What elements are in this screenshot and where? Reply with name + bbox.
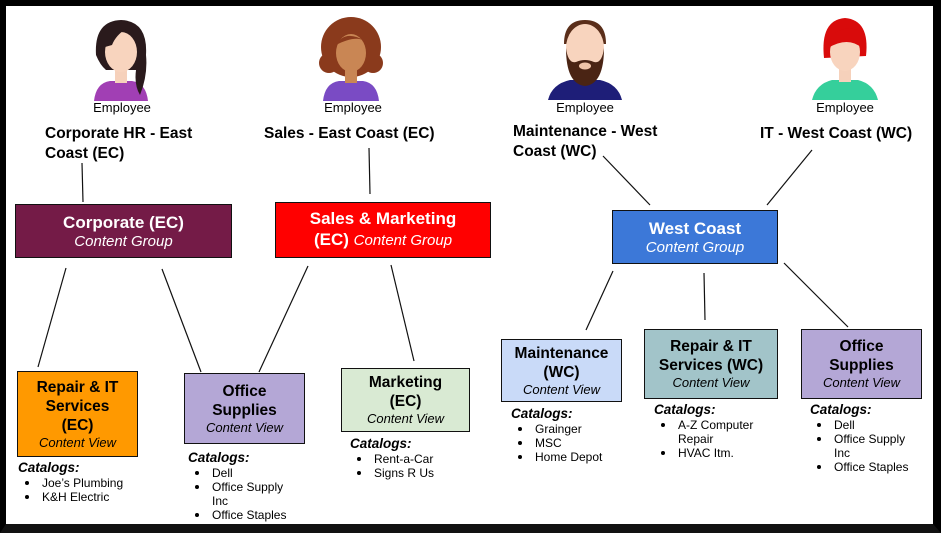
employee-label: Employee bbox=[324, 100, 382, 115]
content-view-title-line: Services bbox=[45, 397, 110, 415]
content-view-title-line: Maintenance bbox=[514, 344, 609, 362]
content-group-subtitle: Content Group bbox=[645, 238, 745, 256]
content-view-subtitle: Content View bbox=[672, 375, 750, 390]
catalog-list: Catalogs: Joe’s Plumbing K&H Electric bbox=[18, 460, 158, 504]
content-view-subtitle: Content View bbox=[38, 434, 117, 450]
content-view-title-line: (EC) bbox=[61, 416, 94, 434]
catalog-item: A-Z Computer Repair bbox=[661, 418, 764, 446]
content-group-subtitle: Content Group bbox=[74, 232, 173, 250]
catalog-list: Catalogs: A-Z Computer Repair HVAC Itm. bbox=[654, 402, 764, 460]
catalog-item: Grainger bbox=[518, 422, 631, 436]
content-view-office-supplies-ec[interactable]: Office Supplies Content View bbox=[184, 373, 305, 444]
content-view-subtitle: Content View bbox=[366, 411, 445, 426]
woman-dark-hair-braid-icon bbox=[94, 20, 148, 101]
content-view-title-line: (WC) bbox=[543, 363, 580, 381]
catalogs-heading: Catalogs: bbox=[511, 406, 573, 421]
content-view-title-line: Repair & IT bbox=[36, 378, 119, 396]
content-group-title-suffix: (EC) bbox=[313, 229, 349, 249]
content-group-corporate-ec[interactable]: Corporate (EC) Content Group bbox=[15, 204, 232, 258]
content-view-title-line: Office bbox=[839, 338, 884, 355]
catalog-item: Rent-a-Car bbox=[357, 452, 470, 466]
catalog-item: Joe’s Plumbing bbox=[25, 476, 158, 490]
content-group-sales-marketing-ec[interactable]: Sales & Marketing (EC) Content Group bbox=[275, 202, 491, 258]
content-group-title: Corporate (EC) bbox=[63, 212, 184, 232]
content-view-repair-it-ec[interactable]: Repair & IT Services (EC) Content View bbox=[17, 371, 138, 457]
catalog-item: Home Depot bbox=[518, 450, 631, 464]
woman-curly-hair-icon bbox=[319, 17, 383, 101]
content-view-title-line: Supplies bbox=[212, 401, 277, 419]
employee-role: Corporate HR - East Coast (EC) bbox=[45, 125, 193, 162]
employee-role: Sales - East Coast (EC) bbox=[264, 125, 435, 142]
catalog-item: Dell bbox=[817, 418, 920, 432]
employee-label: Employee bbox=[556, 100, 614, 115]
catalog-item: Office Staples bbox=[195, 508, 298, 522]
catalog-item: Office Supply Inc bbox=[817, 432, 920, 460]
bearded-man-icon bbox=[548, 20, 622, 100]
content-view-title-line: (EC) bbox=[389, 393, 422, 410]
content-view-title-line: Supplies bbox=[829, 357, 894, 374]
catalog-list: Catalogs: Rent-a-Car Signs R Us bbox=[350, 436, 470, 480]
catalog-list: Catalogs: Dell Office Supply Inc Office … bbox=[188, 450, 298, 522]
catalog-item: Dell bbox=[195, 466, 298, 480]
content-view-maintenance-wc[interactable]: Maintenance (WC) Content View bbox=[501, 339, 622, 402]
employee-role: Maintenance - West Coast (WC) bbox=[513, 123, 658, 160]
catalogs-heading: Catalogs: bbox=[810, 402, 872, 417]
content-group-title: Sales & Marketing bbox=[309, 208, 457, 228]
content-group-west-coast[interactable]: West Coast Content Group bbox=[612, 210, 778, 264]
employee-role: IT - West Coast (WC) bbox=[760, 125, 913, 142]
content-group-title: West Coast bbox=[648, 218, 742, 238]
content-view-title-line: Marketing bbox=[368, 374, 443, 391]
catalog-list: Catalogs: Dell Office Supply Inc Office … bbox=[810, 402, 920, 474]
catalogs-heading: Catalogs: bbox=[18, 460, 80, 475]
woman-red-hair-icon bbox=[812, 18, 878, 100]
catalog-item: Signs R Us bbox=[357, 466, 470, 480]
catalogs-heading: Catalogs: bbox=[188, 450, 250, 465]
content-view-marketing-ec[interactable]: Marketing (EC) Content View bbox=[341, 368, 470, 432]
content-view-title-line: Repair & IT bbox=[670, 338, 752, 355]
catalogs-heading: Catalogs: bbox=[350, 436, 412, 451]
catalog-item: K&H Electric bbox=[25, 490, 158, 504]
content-view-subtitle: Content View bbox=[822, 375, 901, 390]
catalog-item: HVAC Itm. bbox=[661, 446, 764, 460]
employee-label: Employee bbox=[93, 100, 151, 115]
catalog-item: MSC bbox=[518, 436, 631, 450]
catalog-list: Catalogs: Grainger MSC Home Depot bbox=[511, 406, 631, 464]
catalogs-heading: Catalogs: bbox=[654, 402, 716, 417]
content-view-title-line: Services (WC) bbox=[658, 357, 764, 374]
content-view-subtitle: Content View bbox=[522, 381, 601, 397]
content-group-subtitle: Content Group bbox=[353, 231, 453, 249]
employee-label: Employee bbox=[816, 100, 874, 115]
content-view-title-line: Office bbox=[222, 382, 267, 400]
content-view-office-supplies-wc[interactable]: Office Supplies Content View bbox=[801, 329, 922, 399]
content-view-repair-it-wc[interactable]: Repair & IT Services (WC) Content View bbox=[644, 329, 778, 399]
content-view-subtitle: Content View bbox=[205, 419, 284, 435]
catalog-item: Office Supply Inc bbox=[195, 480, 298, 508]
catalog-item: Office Staples bbox=[817, 460, 920, 474]
